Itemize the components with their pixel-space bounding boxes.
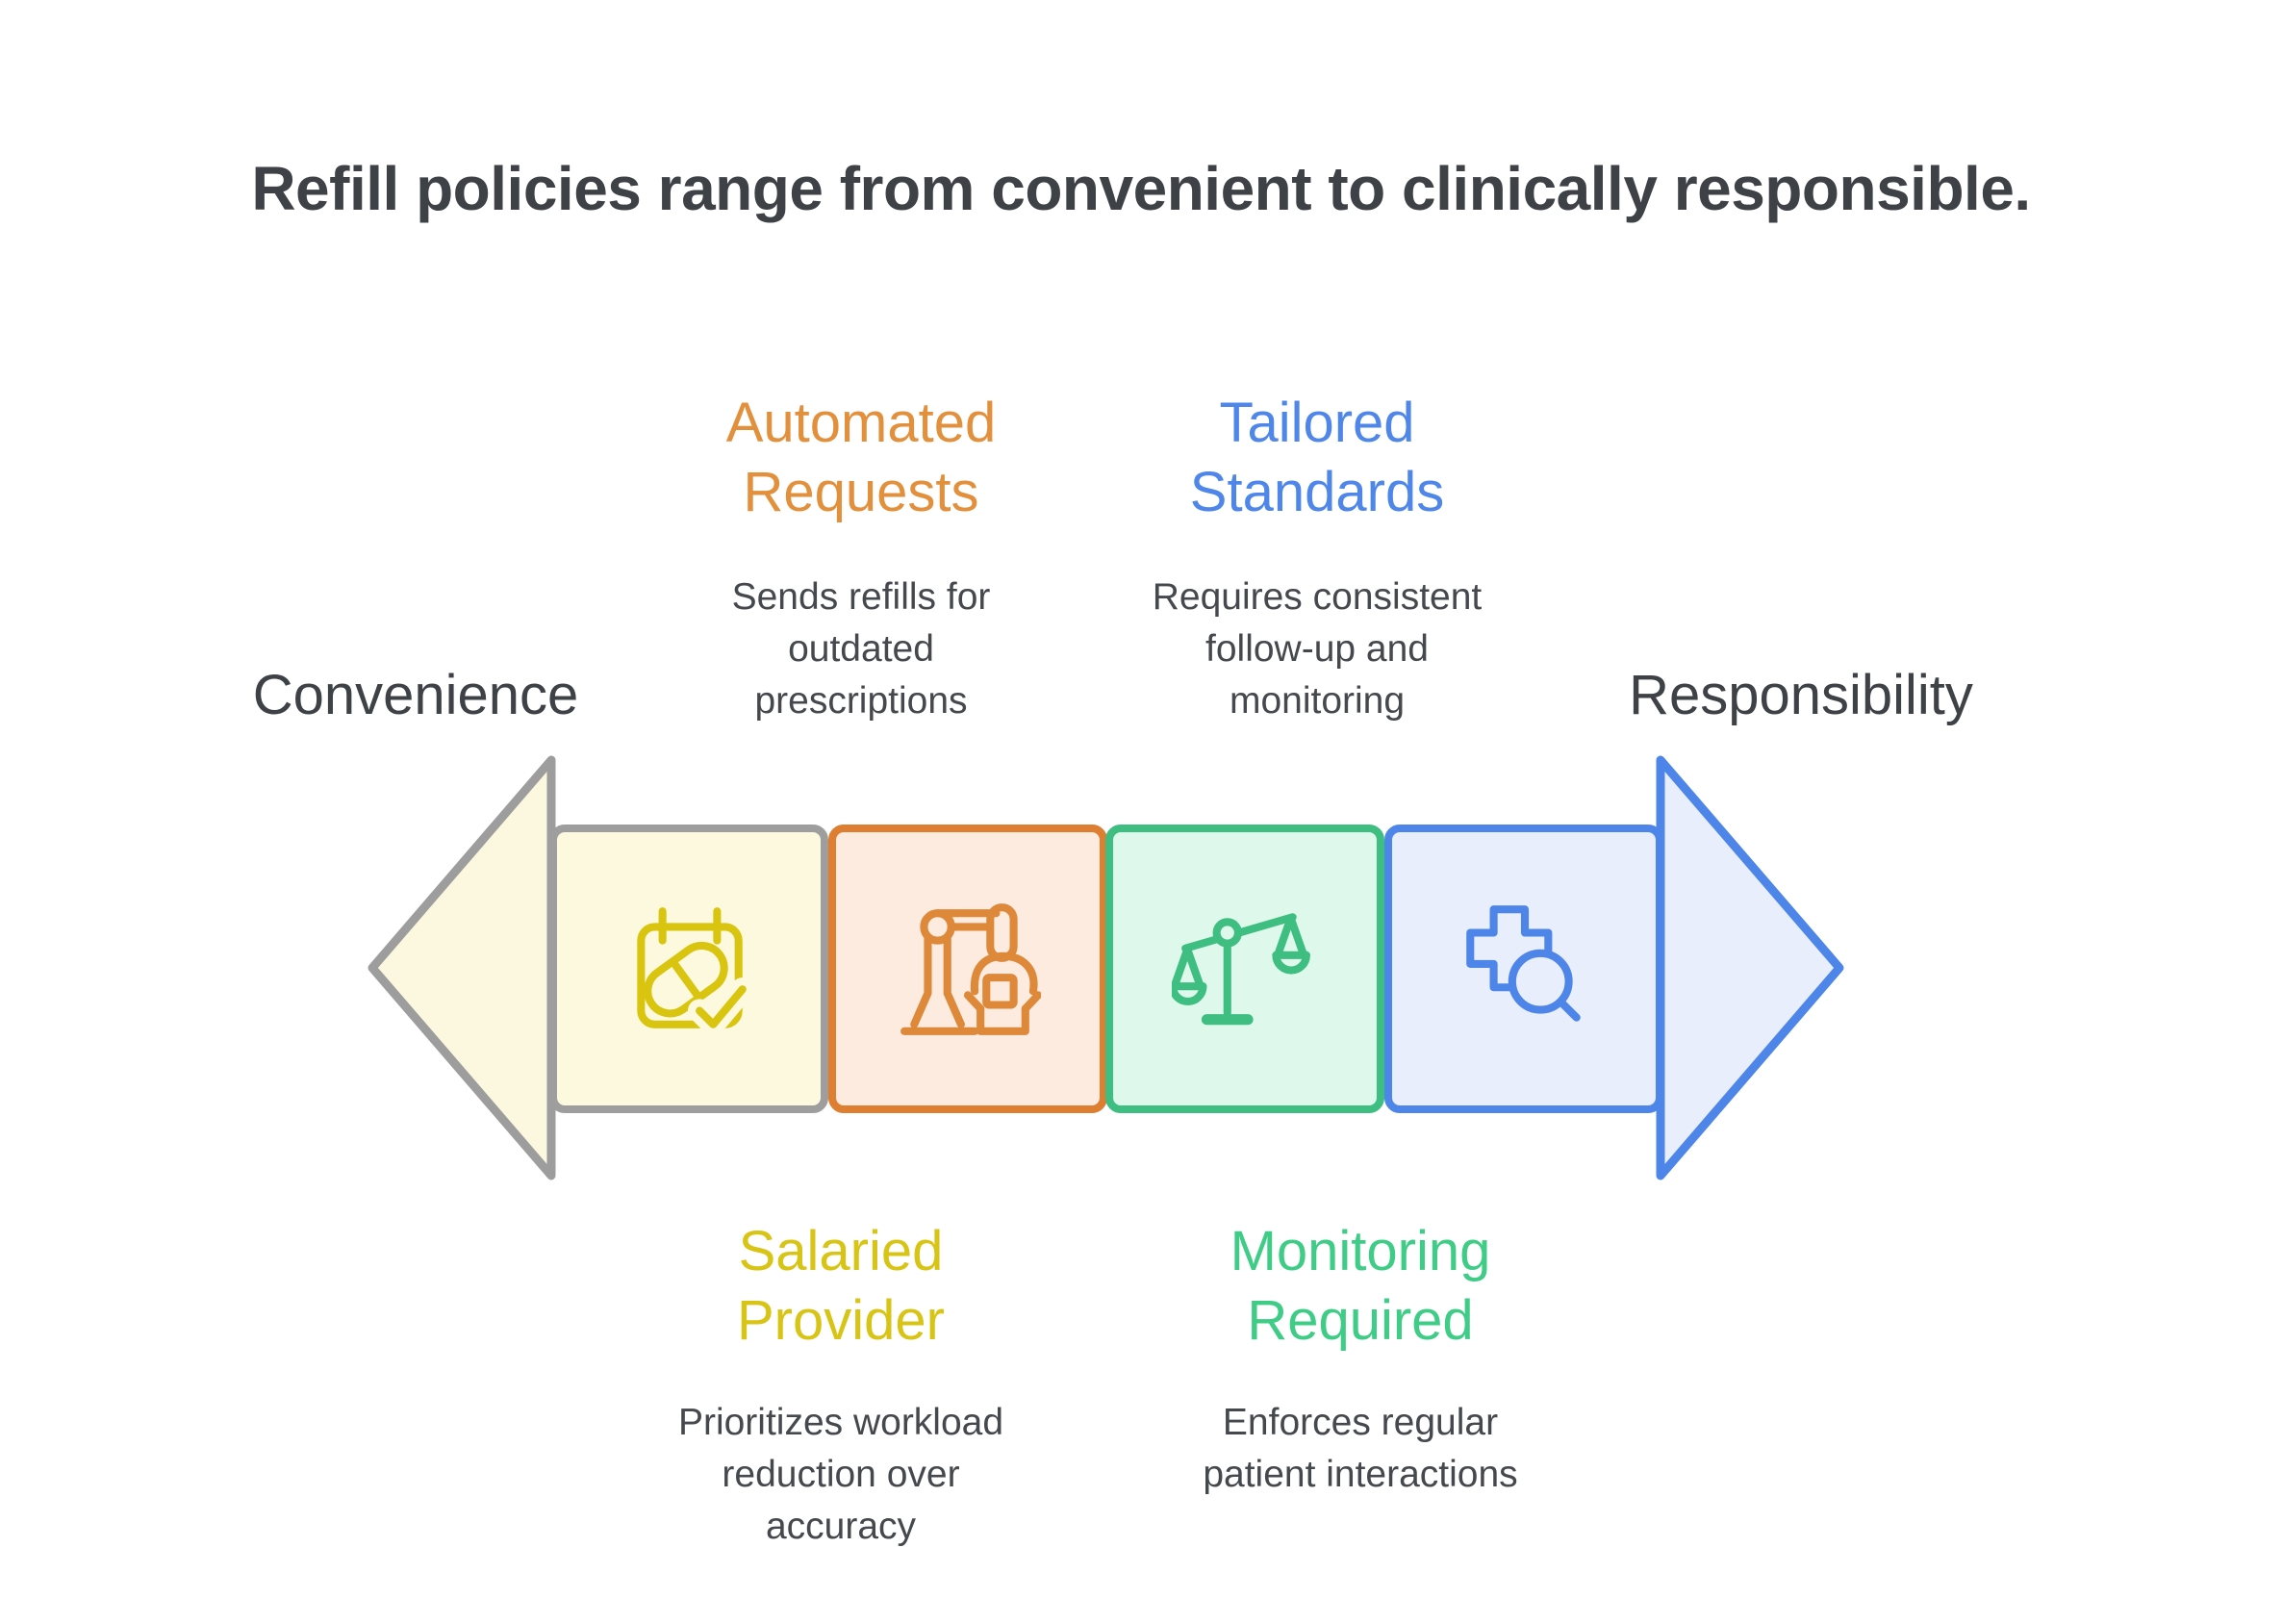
scales-icon <box>1172 913 1310 1026</box>
annotation-heading-tailored-standards: Tailored Standards <box>1189 392 1445 523</box>
annotation-description-automated-requests: Sends refills for outdated prescriptions <box>731 576 991 722</box>
annotation-description-monitoring-required: Enforces regular patient interactions <box>1203 1402 1518 1495</box>
annotation-description-salaried-provider: Prioritizes workload reduction over accu… <box>677 1402 1004 1547</box>
annotation-heading-automated-requests: Automated Requests <box>725 392 997 523</box>
right-arrowhead-icon <box>1656 755 1844 1180</box>
robot-arm-icon <box>900 903 1041 1035</box>
annotation-heading-salaried-provider: Salaried Provider <box>737 1220 945 1352</box>
spectrum-right-label: Responsibility <box>1629 664 1973 726</box>
stage-box-tailored-standards <box>1384 825 1663 1113</box>
spectrum-left-label: Convenience <box>252 664 579 726</box>
stage-box-salaried-provider <box>549 825 828 1113</box>
page-title: Refill policies range from convenient to… <box>251 154 2031 223</box>
annotation-description-tailored-standards: Requires consistent follow-up and monito… <box>1152 576 1483 722</box>
stage-box-monitoring-required <box>1105 825 1384 1113</box>
left-arrowhead-icon <box>368 755 556 1180</box>
calendar-pill-icon <box>637 907 754 1036</box>
annotation-heading-monitoring-required: Monitoring Required <box>1230 1220 1491 1352</box>
cross-magnifier-icon <box>1466 905 1581 1022</box>
stage-box-automated-requests <box>828 825 1107 1113</box>
